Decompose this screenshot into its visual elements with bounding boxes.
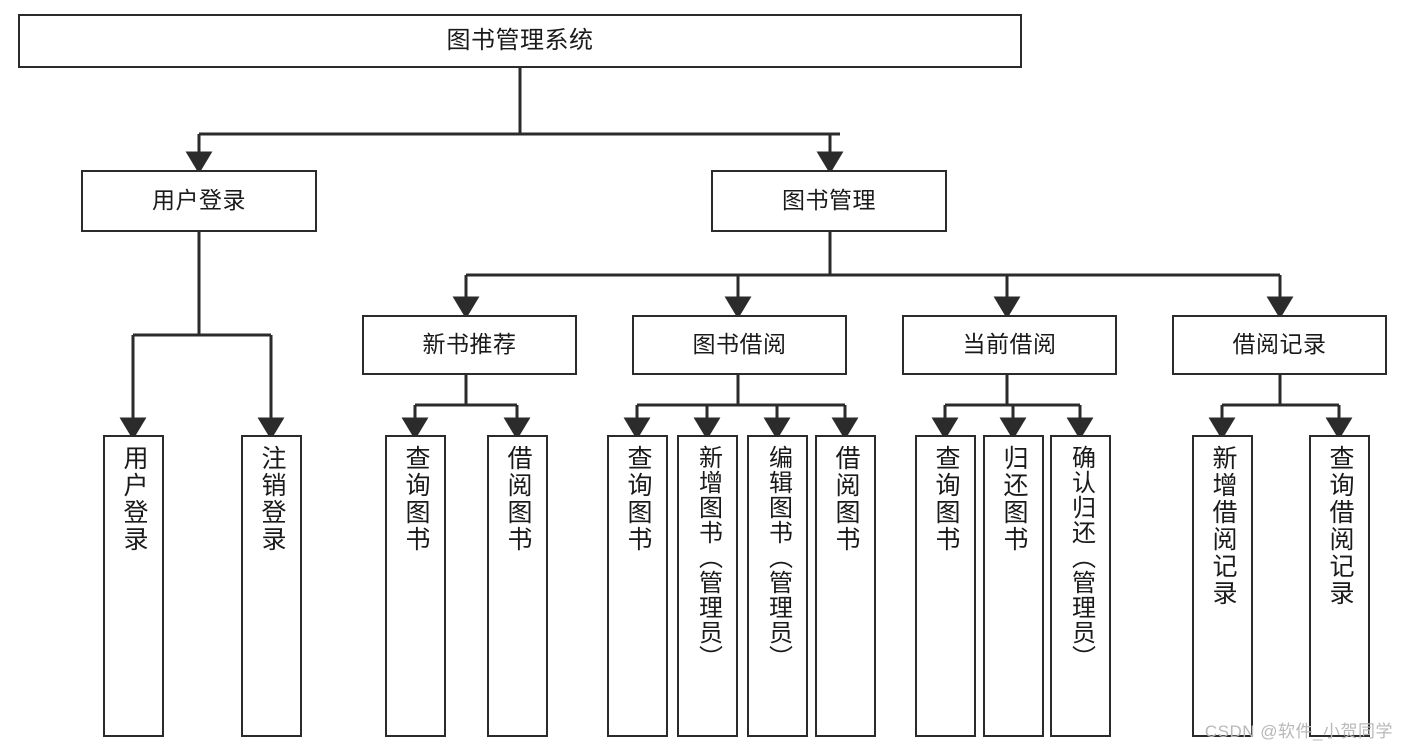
node-label: 借阅图书	[832, 445, 860, 553]
node-leaf-add-book[interactable]: 新增图书（管理员）	[677, 435, 738, 737]
node-book-management[interactable]: 图书管理	[711, 170, 947, 232]
node-leaf-return-book[interactable]: 归还图书	[983, 435, 1044, 737]
node-label: 查询图书	[624, 445, 652, 553]
node-label: 查询借阅记录	[1326, 445, 1354, 607]
node-leaf-add-borrow-record[interactable]: 新增借阅记录	[1192, 435, 1253, 737]
node-leaf-borrow-book[interactable]: 借阅图书	[815, 435, 876, 737]
node-leaf-query-book-borrow[interactable]: 查询图书	[607, 435, 668, 737]
node-label: 借阅记录	[1232, 331, 1327, 358]
node-leaf-logout-login[interactable]: 注销登录	[241, 435, 302, 737]
node-label: 当前借阅	[962, 331, 1057, 358]
node-label: 新增图书（管理员）	[694, 445, 722, 670]
node-label: 用户登录	[152, 187, 246, 214]
node-label: 新增借阅记录	[1209, 445, 1237, 607]
node-current-borrow[interactable]: 当前借阅	[902, 315, 1117, 375]
node-label: 用户登录	[120, 445, 148, 553]
node-leaf-user-login[interactable]: 用户登录	[103, 435, 164, 737]
node-label: 图书管理系统	[446, 26, 594, 54]
node-label: 注销登录	[258, 445, 286, 553]
node-leaf-confirm-return[interactable]: 确认归还（管理员）	[1050, 435, 1111, 737]
node-root-book-management-system[interactable]: 图书管理系统	[18, 14, 1022, 68]
node-leaf-query-borrow-record[interactable]: 查询借阅记录	[1309, 435, 1370, 737]
node-label: 借阅图书	[504, 445, 532, 553]
node-label: 图书管理	[782, 187, 876, 214]
node-leaf-borrow-book-recommend[interactable]: 借阅图书	[487, 435, 548, 737]
node-label: 归还图书	[1000, 445, 1028, 553]
node-label: 图书借阅	[692, 331, 787, 358]
node-label: 编辑图书（管理员）	[764, 445, 792, 670]
node-label: 新书推荐	[422, 331, 517, 358]
node-leaf-query-book-recommend[interactable]: 查询图书	[385, 435, 446, 737]
node-leaf-query-book-current[interactable]: 查询图书	[915, 435, 976, 737]
node-book-borrow[interactable]: 图书借阅	[632, 315, 847, 375]
node-user-login[interactable]: 用户登录	[81, 170, 317, 232]
node-label: 确认归还（管理员）	[1067, 445, 1095, 670]
node-borrow-record[interactable]: 借阅记录	[1172, 315, 1387, 375]
watermark-text: CSDN @软件_小贺同学	[1204, 722, 1393, 741]
node-label: 查询图书	[402, 445, 430, 553]
node-label: 查询图书	[932, 445, 960, 553]
node-new-book-recommend[interactable]: 新书推荐	[362, 315, 577, 375]
node-leaf-edit-book[interactable]: 编辑图书（管理员）	[747, 435, 808, 737]
